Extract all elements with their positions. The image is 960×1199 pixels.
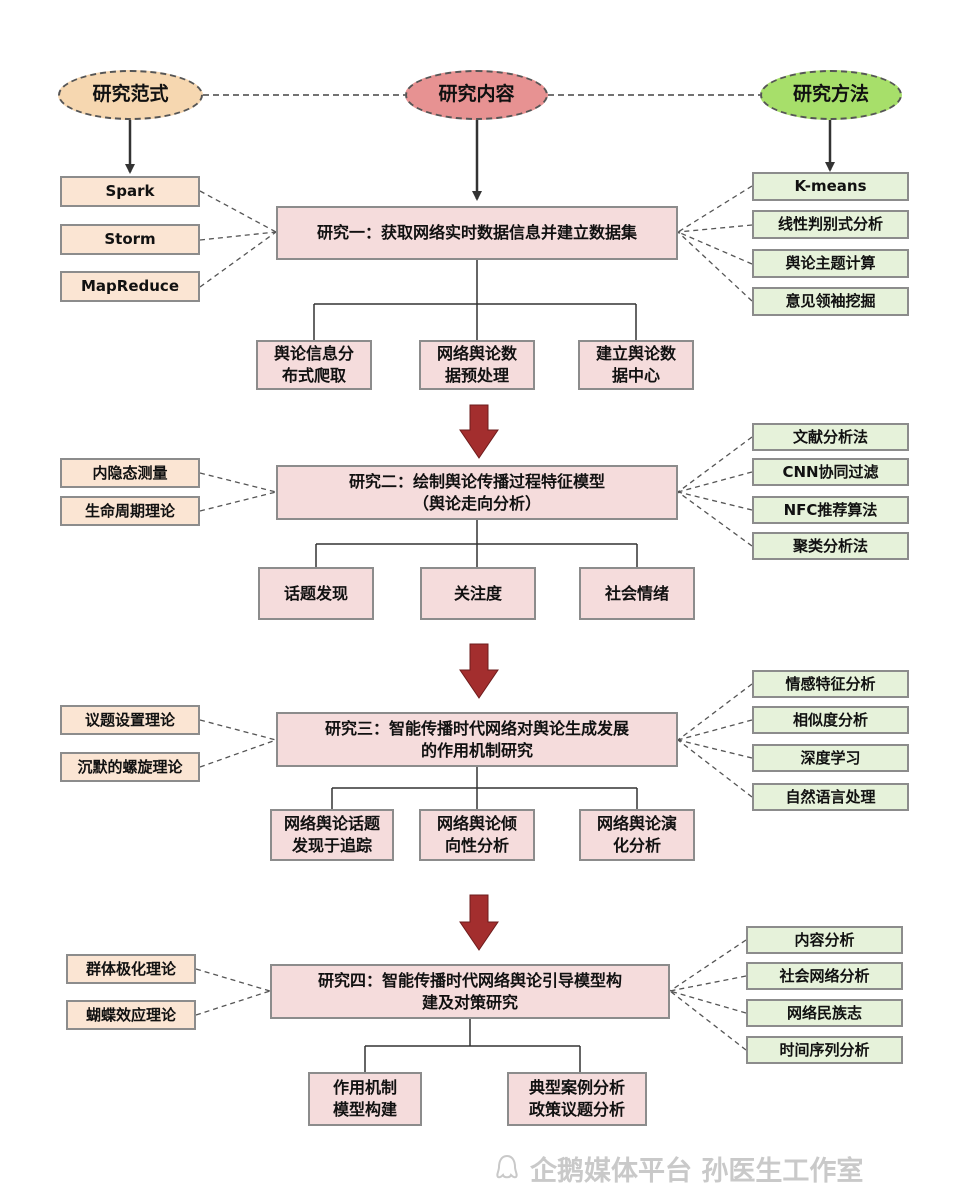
study3-sub-1: 网络舆论话题 发现于追踪 (270, 809, 394, 861)
study3-sub-3-line1: 网络舆论演 (596, 814, 677, 834)
study1-left-2: Storm (60, 224, 200, 255)
study2-title-line1: 研究二：绘制舆论传播过程特征模型 (348, 471, 605, 491)
study2-left-1: 内隐态测量 (60, 458, 200, 488)
study1-right-2: 线性判别式分析 (752, 210, 909, 239)
study4-left-1: 群体极化理论 (66, 954, 196, 984)
study4-title: 研究四：智能传播时代网络舆论引导模型构 建及对策研究 (270, 964, 670, 1019)
study1-sub-2-line2: 据预处理 (444, 366, 509, 385)
study2-left-2: 生命周期理论 (60, 496, 200, 526)
big-arrow-1 (459, 404, 499, 459)
study3-title-line1: 研究三：智能传播时代网络对舆论生成发展 (324, 718, 629, 738)
study3-left-1: 议题设置理论 (60, 705, 200, 735)
study3-title: 研究三：智能传播时代网络对舆论生成发展 的作用机制研究 (276, 712, 678, 767)
study4-title-line1: 研究四：智能传播时代网络舆论引导模型构 (317, 970, 622, 990)
study1-sub-1-line1: 舆论信息分 (273, 344, 354, 364)
study4-right-3: 网络民族志 (746, 999, 903, 1027)
study4-sub-2: 典型案例分析 政策议题分析 (507, 1072, 647, 1126)
study2-sub-3: 社会情绪 (579, 567, 695, 620)
study3-left-2: 沉默的螺旋理论 (60, 752, 200, 782)
study3-sub-2: 网络舆论倾 向性分析 (419, 809, 535, 861)
study2-right-2: CNN协同过滤 (752, 458, 909, 486)
study3-sub-2-line2: 向性分析 (444, 836, 509, 855)
watermark-text: 企鹅媒体平台 孙医生工作室 (530, 1155, 864, 1187)
study3-right-1: 情感特征分析 (752, 670, 909, 698)
study1-sub-2-line1: 网络舆论数 (436, 344, 517, 364)
big-arrow-3 (459, 894, 499, 951)
study1-sub-2: 网络舆论数 据预处理 (419, 340, 535, 390)
study4-sub-2-line1: 典型案例分析 (528, 1078, 625, 1098)
study4-left-2: 蝴蝶效应理论 (66, 1000, 196, 1030)
study4-sub-1-line2: 模型构建 (332, 1100, 397, 1119)
study2-title: 研究二：绘制舆论传播过程特征模型 （舆论走向分析） (276, 465, 678, 520)
study2-title-line2: （舆论走向分析） (412, 493, 541, 513)
study3-sub-3: 网络舆论演 化分析 (579, 809, 695, 861)
study4-sub-1: 作用机制 模型构建 (308, 1072, 422, 1126)
study1-left-1: Spark (60, 176, 200, 207)
study4-right-4: 时间序列分析 (746, 1036, 903, 1064)
study3-right-4: 自然语言处理 (752, 783, 909, 811)
study3-right-3: 深度学习 (752, 744, 909, 772)
study1-right-4: 意见领袖挖掘 (752, 287, 909, 316)
watermark: 企鹅媒体平台 孙医生工作室 (492, 1148, 952, 1188)
paradigm-ellipse: 研究范式 (58, 70, 203, 120)
study3-sub-2-line1: 网络舆论倾 (436, 814, 517, 834)
method-ellipse: 研究方法 (760, 70, 902, 120)
study3-sub-3-line2: 化分析 (612, 836, 661, 855)
study2-right-1: 文献分析法 (752, 423, 909, 451)
study3-sub-1-line1: 网络舆论话题 (283, 814, 380, 834)
study1-right-1: K-means (752, 172, 909, 201)
study1-sub-3-line2: 据中心 (611, 366, 660, 385)
study1-right-3: 舆论主题计算 (752, 249, 909, 278)
content-ellipse: 研究内容 (405, 70, 548, 120)
penguin-icon (496, 1154, 518, 1179)
study2-sub-2: 关注度 (420, 567, 536, 620)
study1-sub-3-line1: 建立舆论数 (595, 344, 676, 364)
big-arrow-2 (459, 643, 499, 699)
study4-right-1: 内容分析 (746, 926, 903, 954)
study4-sub-2-line2: 政策议题分析 (528, 1100, 625, 1119)
study1-sub-1-line2: 布式爬取 (281, 366, 346, 385)
study1-sub-1: 舆论信息分 布式爬取 (256, 340, 372, 390)
study2-right-3: NFC推荐算法 (752, 496, 909, 524)
study3-right-2: 相似度分析 (752, 706, 909, 734)
study3-title-line2: 的作用机制研究 (420, 740, 533, 760)
study2-right-4: 聚类分析法 (752, 532, 909, 560)
study1-left-3: MapReduce (60, 271, 200, 302)
study4-sub-1-line1: 作用机制 (332, 1078, 397, 1098)
study3-sub-1-line2: 发现于追踪 (291, 836, 372, 855)
study4-title-line2: 建及对策研究 (421, 992, 518, 1012)
study2-sub-1: 话题发现 (258, 567, 374, 620)
study1-sub-3: 建立舆论数 据中心 (578, 340, 694, 390)
study4-right-2: 社会网络分析 (746, 962, 903, 990)
study1-title: 研究一：获取网络实时数据信息并建立数据集 (276, 206, 678, 260)
